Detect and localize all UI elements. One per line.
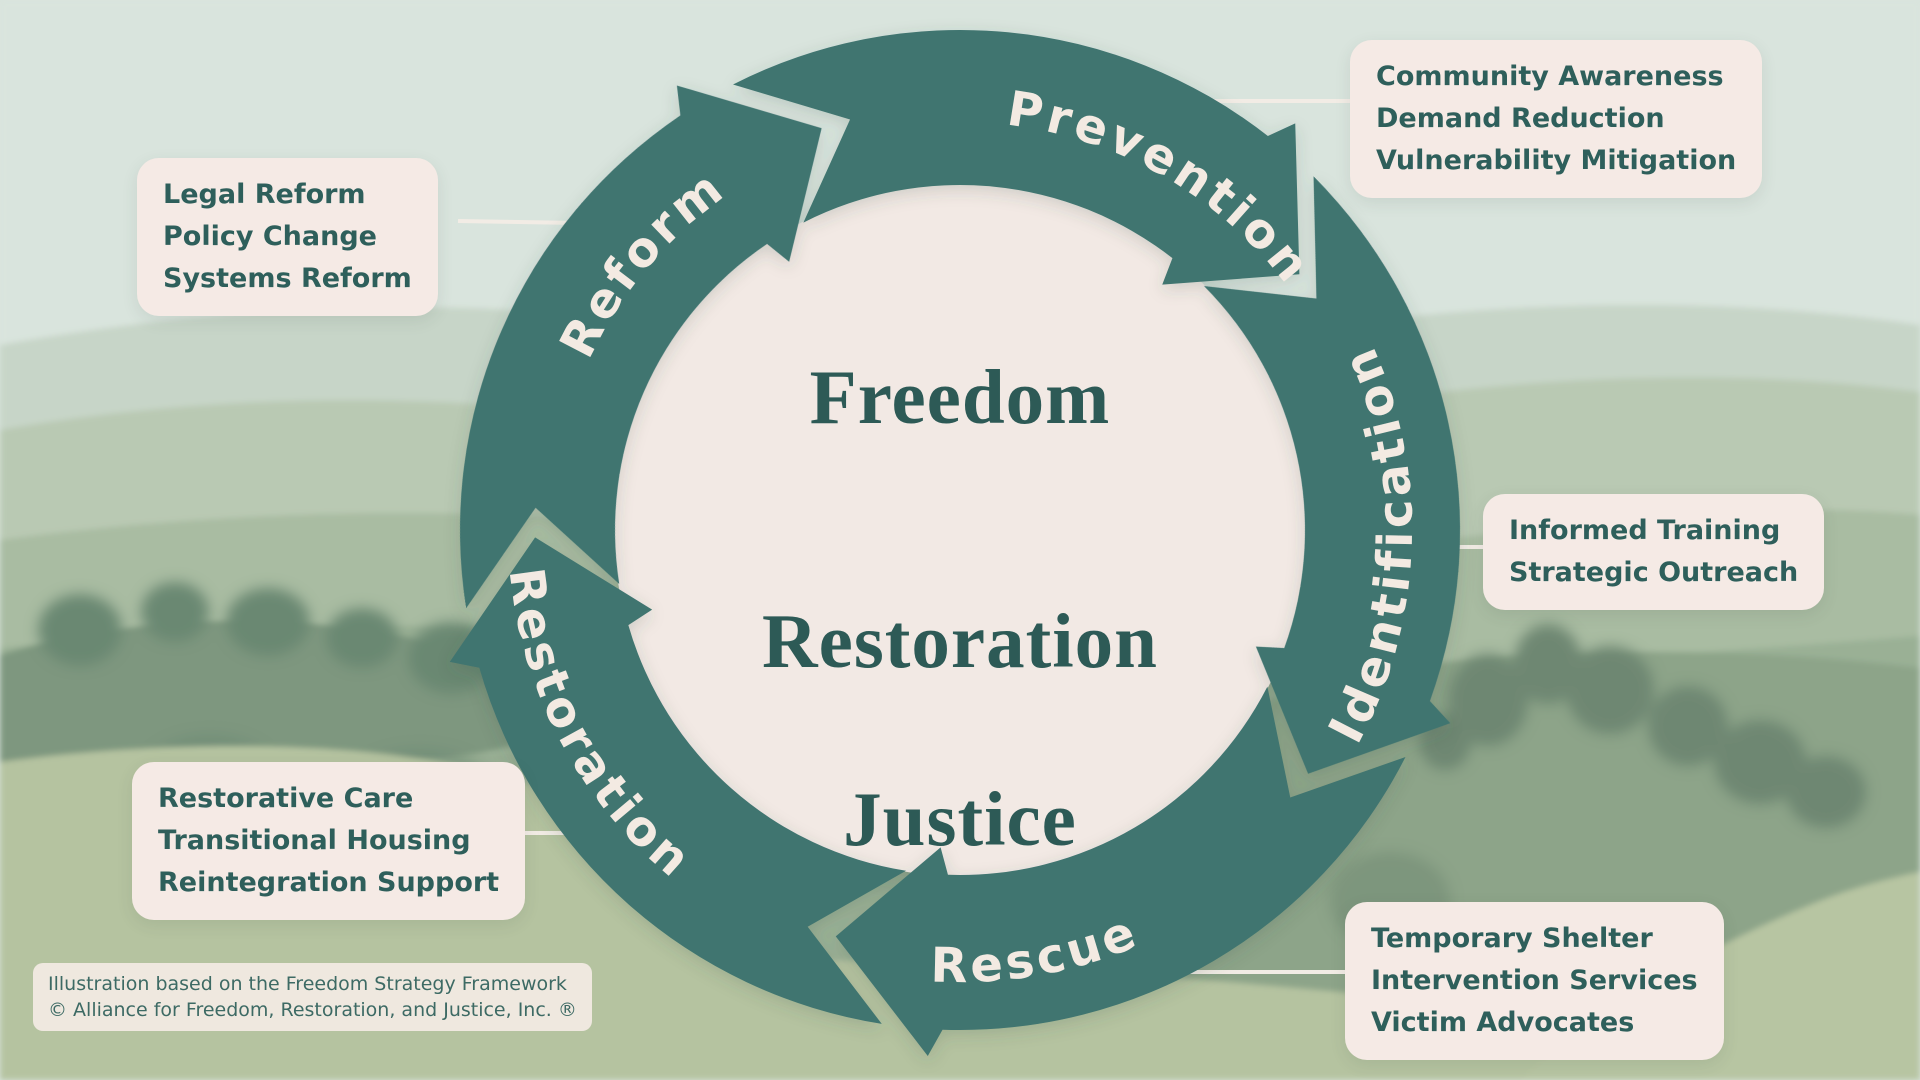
- callout-item: Transitional Housing: [158, 825, 471, 856]
- callout-connectors: [457, 99, 1492, 974]
- callout-item: Vulnerability Mitigation: [1376, 145, 1737, 176]
- callout-item: Temporary Shelter: [1371, 923, 1653, 954]
- attribution-note: Illustration based on the Freedom Strate…: [33, 963, 592, 1031]
- callout-item: Policy Change: [163, 221, 377, 252]
- callout-reform: Legal Reform Policy Change Systems Refor…: [137, 158, 438, 316]
- callout-identification: Informed Training Strategic Outreach: [1483, 494, 1825, 610]
- attribution-line2: © Alliance for Freedom, Restoration, and…: [48, 999, 577, 1021]
- callout-item: Intervention Services: [1371, 965, 1698, 996]
- callout-prevention: Community Awareness Demand Reduction Vul…: [1350, 40, 1763, 198]
- callout-item: Demand Reduction: [1376, 103, 1665, 134]
- callout-item: Community Awareness: [1376, 61, 1724, 92]
- callout-rescue: Temporary Shelter Intervention Services …: [1345, 902, 1724, 1060]
- attribution-line1: Illustration based on the Freedom Strate…: [48, 973, 567, 995]
- callout-item: Informed Training: [1509, 515, 1781, 546]
- callout-item: Reintegration Support: [158, 867, 500, 898]
- callout-item: Victim Advocates: [1371, 1007, 1635, 1038]
- callout-item: Restorative Care: [158, 783, 414, 814]
- callout-restoration: Restorative Care Transitional Housing Re…: [132, 762, 526, 920]
- callout-item: Legal Reform: [163, 179, 366, 210]
- callout-item: Systems Reform: [163, 263, 412, 294]
- callout-item: Strategic Outreach: [1509, 557, 1799, 588]
- connector-reform: [457, 219, 579, 225]
- center-circle: [614, 184, 1306, 876]
